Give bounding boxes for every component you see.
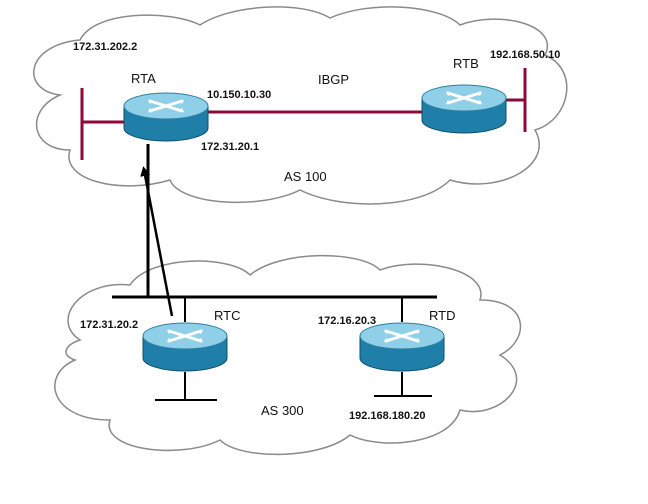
rtd-ebgp-address: 172.16.20.3	[318, 315, 376, 327]
router-rtb[interactable]	[421, 84, 507, 134]
as100-label: AS 100	[284, 169, 327, 184]
rtd-name: RTD	[429, 308, 455, 323]
router-icon	[142, 322, 228, 372]
rta-ibgp-address: 10.150.10.30	[207, 89, 271, 101]
rta-ebgp-address: 172.31.20.1	[201, 141, 259, 153]
as100-cloud	[33, 6, 568, 205]
rtb-name: RTB	[453, 56, 479, 71]
rta-name: RTA	[131, 71, 156, 86]
links	[80, 68, 527, 401]
route-arrow	[140, 166, 174, 317]
router-icon	[359, 322, 445, 372]
rta-lan-address: 172.31.202.2	[73, 41, 137, 53]
router-icon	[421, 84, 507, 134]
rtb-lan-address: 192.168.50.10	[490, 49, 560, 61]
rtd-lan-address: 192.168.180.20	[349, 410, 425, 422]
router-rtc[interactable]	[142, 322, 228, 372]
rtc-name: RTC	[214, 308, 240, 323]
router-rta[interactable]	[123, 92, 209, 142]
router-icon	[123, 92, 209, 142]
rtc-ebgp-address: 172.31.20.2	[80, 319, 138, 331]
as300-label: AS 300	[261, 403, 304, 418]
router-rtd[interactable]	[359, 322, 445, 372]
as300-cloud	[54, 254, 522, 456]
ibgp-label: IBGP	[318, 72, 349, 87]
